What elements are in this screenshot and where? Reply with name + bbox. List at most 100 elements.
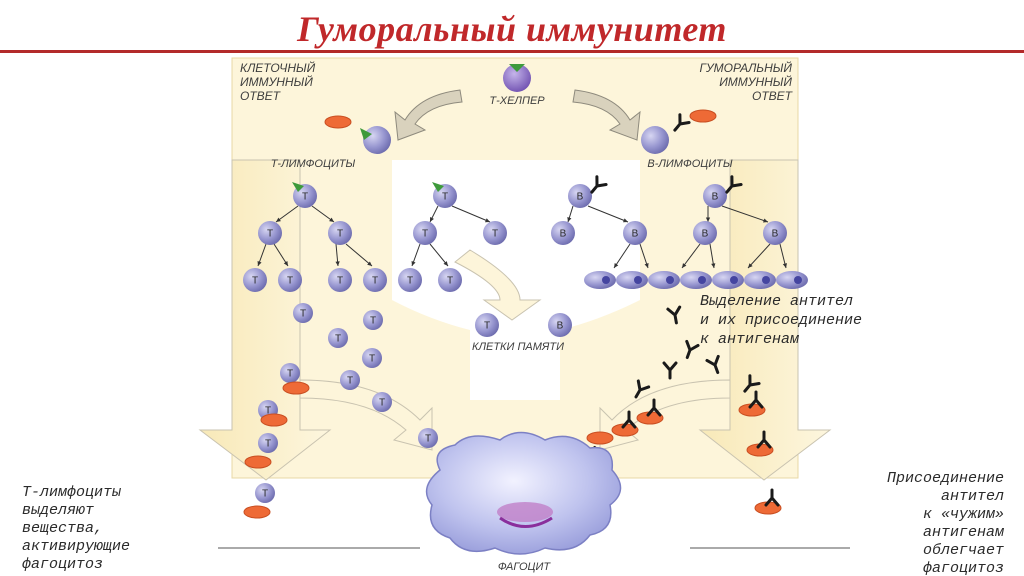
t-effector-6: Т (438, 268, 462, 292)
antigen-phagocyte-b (586, 431, 614, 445)
svg-text:Т: Т (265, 406, 271, 417)
svg-text:Т: Т (335, 334, 341, 345)
svg-text:Т: Т (252, 276, 258, 287)
t-effector-scatter-6: Т (340, 370, 360, 390)
svg-text:В: В (702, 229, 709, 240)
clone-row2-6: В (623, 221, 647, 245)
svg-text:Т: Т (337, 229, 343, 240)
arrow-head (682, 263, 687, 268)
antibody-free-2 (685, 339, 700, 360)
clone-row2-8: В (763, 221, 787, 245)
t-effector-2: Т (278, 268, 302, 292)
svg-text:Т: Т (447, 276, 453, 287)
antibody-b-source (673, 113, 691, 132)
t-effector-scatter-1: Т (293, 303, 313, 323)
svg-text:ГУМОРАЛЬНЫЙ: ГУМОРАЛЬНЫЙ (699, 59, 792, 75)
svg-text:к антигенам: к антигенам (700, 331, 800, 348)
svg-text:Т: Т (442, 192, 448, 203)
plasma-cell-4 (680, 271, 712, 289)
svg-text:Т: Т (347, 376, 353, 387)
arrow-head (283, 261, 288, 266)
plasma-cell-3 (648, 271, 680, 289)
lineage-arrow (681, 243, 701, 269)
clone-row2-3: Т (413, 221, 437, 245)
svg-text:Присоединение: Присоединение (887, 470, 1004, 487)
plasma-cell-6 (744, 271, 776, 289)
lineage-arrow (345, 243, 373, 267)
arrow-head (430, 217, 434, 222)
t-effector-scatter-2: Т (363, 310, 383, 330)
plasma-cell-7 (776, 271, 808, 289)
antibody-free-3 (705, 354, 720, 375)
t-lymphocytes-label: Т-ЛИМФОЦИТЫ (271, 158, 356, 170)
plasma-cell-1 (584, 271, 616, 289)
svg-text:вещества,: вещества, (22, 520, 103, 537)
t-helper-label: Т-ХЕЛПЕР (489, 95, 545, 107)
lineage-arrow (747, 243, 771, 269)
plasma-cell-5 (712, 271, 744, 289)
svg-text:Т: Т (422, 229, 428, 240)
arrow-head (329, 217, 334, 222)
svg-text:активирующие: активирующие (22, 538, 130, 555)
arrow-head (763, 218, 768, 223)
t-effector-1: Т (243, 268, 267, 292)
svg-text:Т: Т (484, 321, 490, 332)
svg-text:В: В (577, 192, 584, 203)
arrow-head (614, 263, 619, 268)
b-lymphocytes-label: В-ЛИМФОЦИТЫ (647, 158, 732, 170)
svg-text:Т: Т (262, 489, 268, 500)
arrow-head (782, 263, 787, 268)
arrow-head (748, 263, 753, 268)
cellular-response-label: КЛЕТОЧНЫЙ ИММУННЫЙ ОТВЕТ (240, 59, 316, 103)
arrow-head (623, 218, 628, 223)
antibody-free-4 (743, 374, 761, 393)
svg-text:ОТВЕТ: ОТВЕТ (240, 89, 282, 103)
memory-b-cell: В (548, 313, 572, 337)
arrow-head (705, 217, 711, 222)
antigen-b-source (689, 109, 717, 123)
antibody-free-1 (666, 305, 682, 325)
svg-text:антигенам: антигенам (923, 524, 1005, 541)
antibody-binding-note: Присоединение антител к «чужим» антигена… (690, 470, 1005, 576)
svg-text:к «чужим»: к «чужим» (923, 506, 1004, 523)
arrow-head (411, 261, 416, 266)
svg-text:Т: Т (372, 276, 378, 287)
svg-text:ОТВЕТ: ОТВЕТ (752, 89, 794, 103)
page-title: Гуморальный иммунитет (297, 9, 727, 49)
clone-row2-2: Т (328, 221, 352, 245)
phagocyte-cell (425, 431, 622, 555)
t-effector-scatter-7: Т (372, 392, 392, 412)
arrow-head (335, 261, 340, 266)
clone-parent-4: В (703, 184, 727, 208)
svg-text:Т: Т (287, 369, 293, 380)
lineage-arrow (587, 205, 629, 223)
memory-cells-label: КЛЕТКИ ПАМЯТИ (472, 341, 564, 353)
arrow-head (485, 218, 490, 223)
svg-text:Т: Т (287, 276, 293, 287)
clone-row2-4: Т (483, 221, 507, 245)
clone-row2-7: В (693, 221, 717, 245)
t-cell-bound-2: Т (258, 433, 278, 453)
svg-text:Выделение антител: Выделение антител (700, 293, 853, 310)
title-rule (0, 50, 1024, 53)
svg-text:выделяют: выделяют (22, 502, 94, 519)
clone-row2-1: Т (258, 221, 282, 245)
lineage-arrow (721, 205, 769, 223)
svg-text:Т: Т (369, 354, 375, 365)
svg-text:В: В (557, 321, 564, 332)
lineage-arrow (275, 205, 299, 223)
phagocyte-label: ФАГОЦИТ (498, 561, 552, 573)
svg-text:В: В (632, 229, 639, 240)
antibody-free-5 (662, 361, 678, 380)
svg-text:КЛЕТОЧНЫЙ: КЛЕТОЧНЫЙ (240, 59, 316, 75)
svg-text:В: В (560, 229, 567, 240)
memory-t-cell: Т (475, 313, 499, 337)
svg-text:Т: Т (302, 192, 308, 203)
antibody-bound-1 (646, 398, 662, 417)
clone-parent-3: В (568, 184, 592, 208)
arrow-head (567, 217, 572, 222)
lineage-arrow (613, 243, 631, 269)
t-effector-3: Т (328, 268, 352, 292)
